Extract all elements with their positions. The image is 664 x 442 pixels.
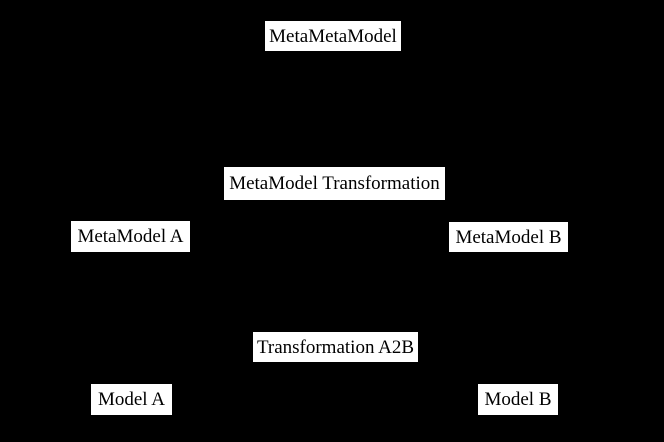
node-transformation-a2b: Transformation A2B: [253, 332, 418, 362]
node-model-a: Model A: [91, 384, 172, 415]
node-metamodel-b: MetaModel B: [449, 222, 568, 252]
node-metamodel-transformation: MetaModel Transformation: [224, 167, 445, 200]
node-model-b: Model B: [478, 384, 558, 415]
node-metametamodel: MetaMetaModel: [265, 21, 401, 51]
node-metamodel-a: MetaModel A: [71, 221, 190, 252]
